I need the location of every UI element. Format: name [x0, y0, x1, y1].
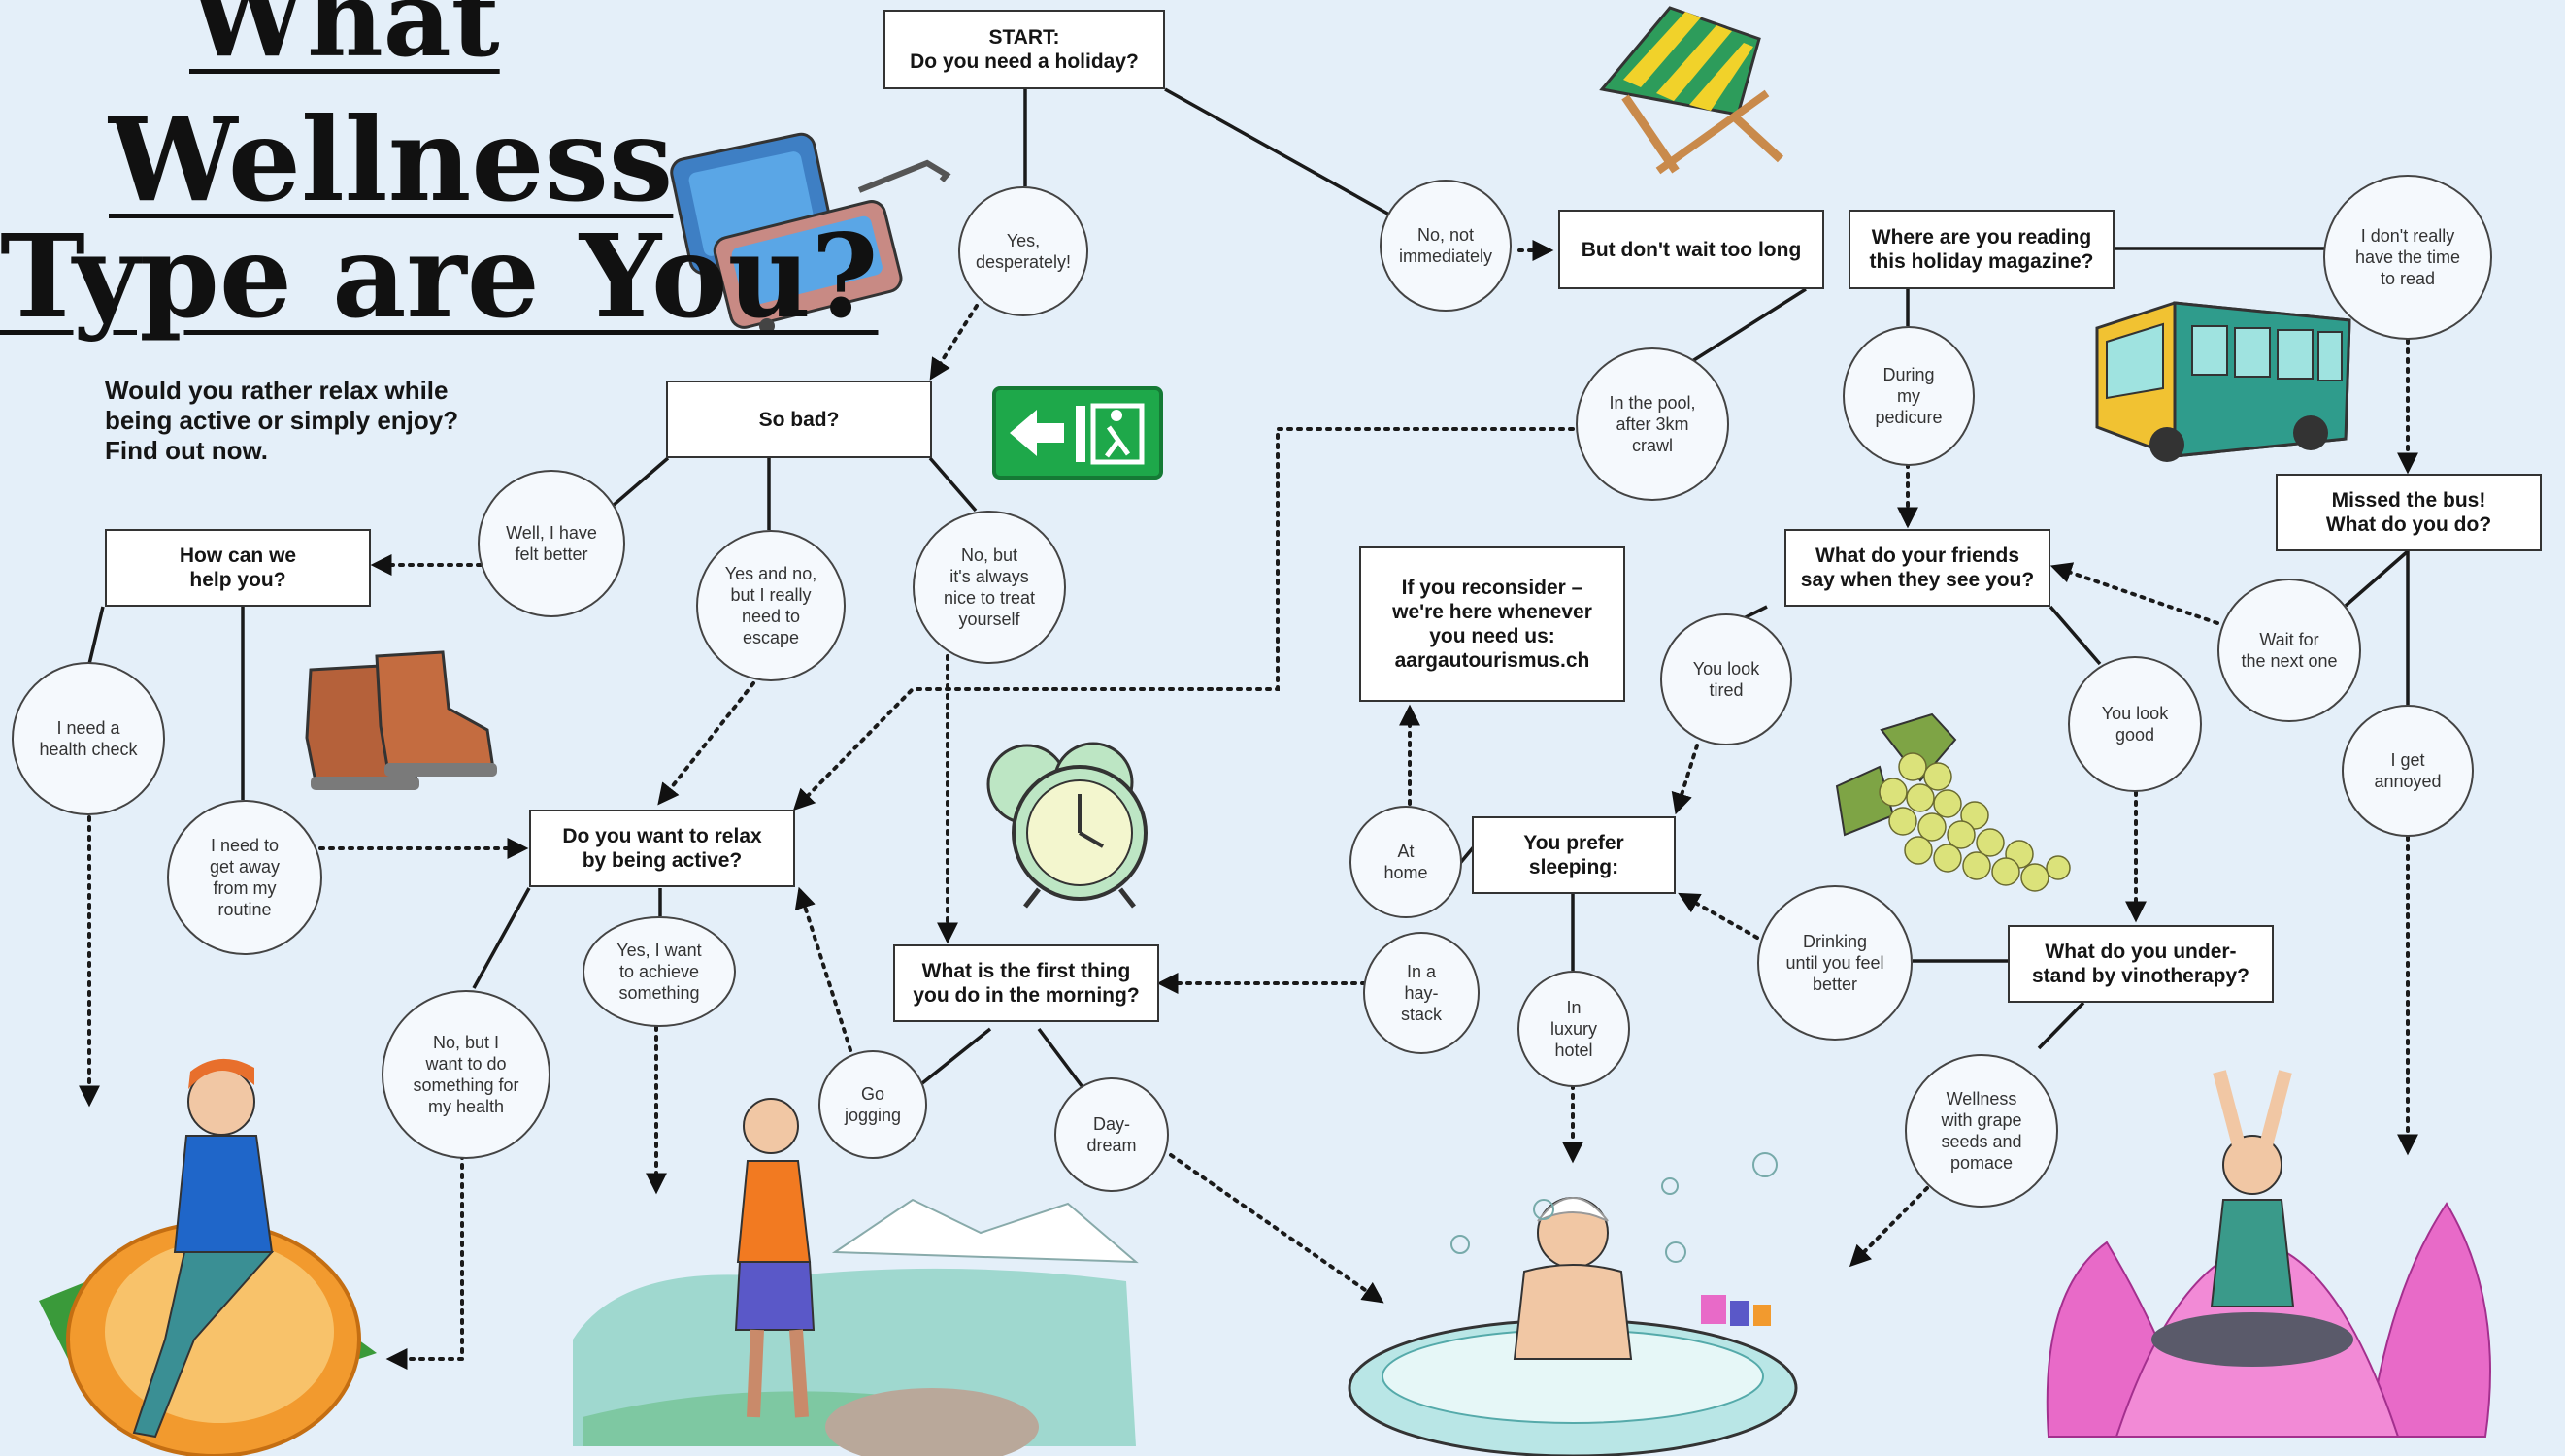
friends-say-box: What do your friends say when they see y…: [1784, 529, 2050, 607]
exit-sign-icon: [992, 386, 1163, 480]
answer-felt-better: Well, I have felt better: [478, 470, 625, 617]
answer-look-good: You look good: [2068, 656, 2202, 792]
answer-during-pedicure: During my pedicure: [1843, 326, 1975, 466]
hiker-lake-icon: [573, 1098, 1139, 1456]
answer-yes-and-no: Yes and no, but I really need to escape: [696, 530, 846, 681]
answer-luxury-hotel: In luxury hotel: [1517, 971, 1630, 1087]
title-line-3: Type are You?: [0, 209, 879, 344]
answer-achieve: Yes, I want to achieve something: [583, 916, 736, 1027]
answer-in-haystack: In a hay- stack: [1363, 932, 1480, 1054]
answer-daydream: Day- dream: [1054, 1077, 1169, 1192]
answer-look-tired: You look tired: [1660, 613, 1792, 745]
answer-in-the-pool: In the pool, after 3km crawl: [1576, 347, 1729, 501]
vinotherapy-box: What do you under- stand by vinotherapy?: [2008, 925, 2274, 1003]
deck-chair-icon: [1599, 6, 1784, 175]
where-reading-box: Where are you reading this holiday magaz…: [1849, 210, 2115, 289]
whirlpool-icon: [1348, 1152, 1798, 1456]
answer-no-but-nice: No, but it's always nice to treat yourse…: [913, 511, 1066, 664]
answer-grape-seeds: Wellness with grape seeds and pomace: [1905, 1054, 2058, 1208]
answer-get-away: I need to get away from my routine: [167, 800, 322, 955]
answer-get-annoyed: I get annoyed: [2342, 705, 2474, 837]
first-thing-box: What is the first thing you do in the mo…: [893, 944, 1159, 1022]
bus-icon: [2095, 301, 2351, 462]
dont-wait-box: But don't wait too long: [1558, 210, 1824, 289]
title-line-1: What: [189, 0, 500, 81]
subtitle: Would you rather relax while being activ…: [105, 376, 459, 465]
answer-drinking: Drinking until you feel better: [1757, 885, 1913, 1041]
missed-bus-box: Missed the bus! What do you do?: [2276, 474, 2542, 551]
prefer-sleeping-box: You prefer sleeping:: [1472, 816, 1676, 894]
grapes-icon: [1835, 712, 2071, 892]
title-line-2: Wellness: [109, 92, 674, 227]
how-help-box: How can we help you?: [105, 529, 371, 607]
alarm-clock-icon: [986, 742, 1148, 909]
answer-at-home: At home: [1349, 806, 1462, 918]
reconsider-box: If you reconsider – we're here whenever …: [1359, 546, 1625, 702]
hiking-boots-icon: [305, 650, 497, 790]
answer-yes-desperately: Yes, desperately!: [958, 186, 1088, 316]
answer-wait-next: Wait for the next one: [2217, 579, 2361, 722]
so-bad-box: So bad?: [666, 381, 932, 458]
yoga-lotus-icon: [2046, 1070, 2491, 1438]
woman-on-orange-icon: [39, 1058, 377, 1456]
answer-no-but-health: No, but I want to do something for my he…: [382, 990, 550, 1159]
suitcase-icon: [670, 132, 951, 334]
answer-dont-have-time: I don't really have the time to read: [2323, 175, 2492, 340]
answer-go-jogging: Go jogging: [818, 1050, 927, 1159]
answer-health-check: I need a health check: [12, 662, 165, 815]
relax-active-box: Do you want to relax by being active?: [529, 810, 795, 887]
answer-no-not-immediately: No, not immediately: [1380, 180, 1512, 312]
start-box: START: Do you need a holiday?: [883, 10, 1165, 89]
